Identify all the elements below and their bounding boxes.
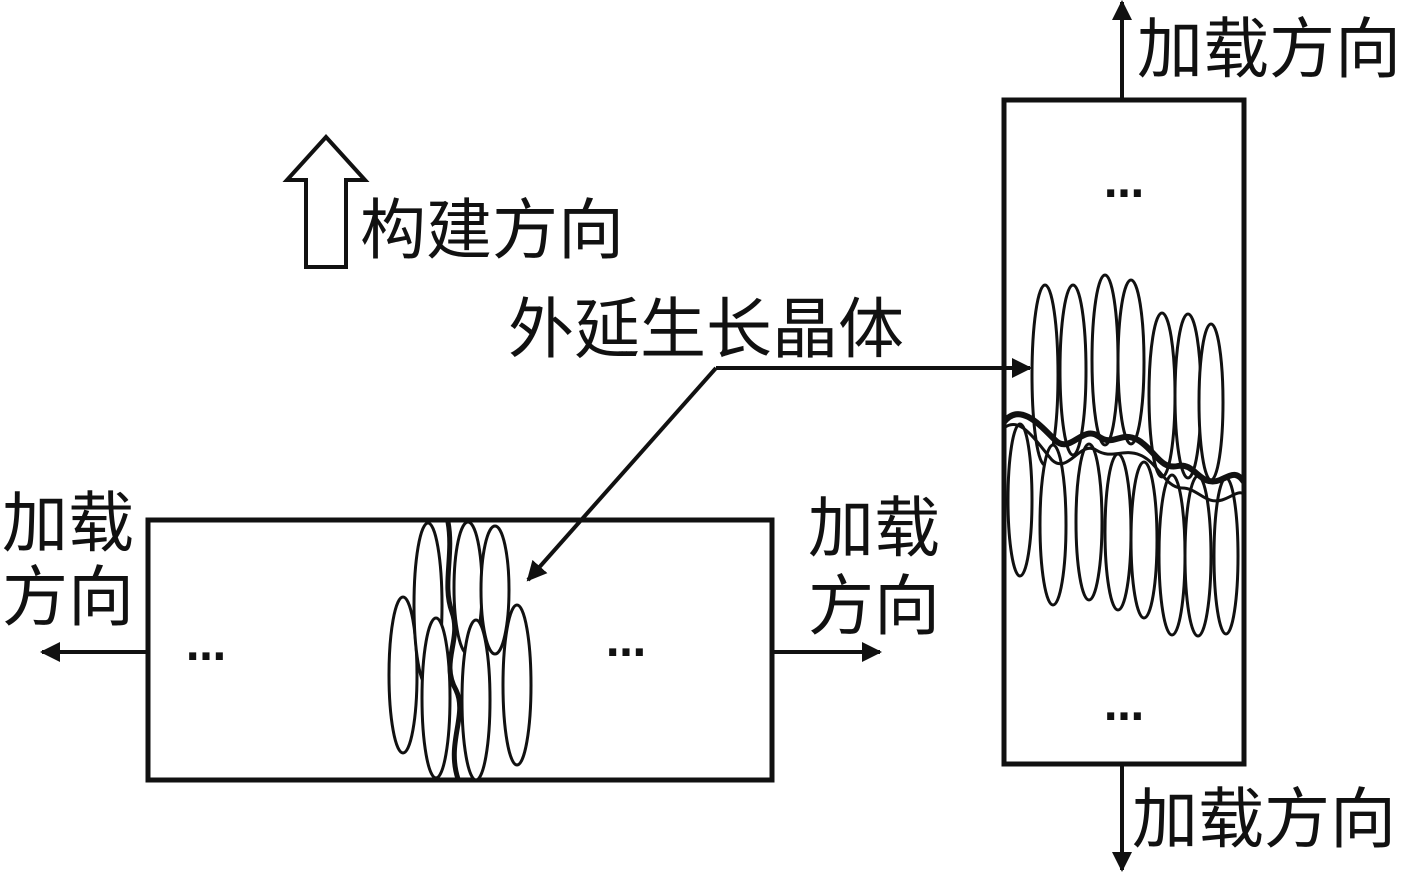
load-direction-label-right-line2: 方向 bbox=[808, 568, 940, 645]
grain-ellipse bbox=[387, 595, 419, 755]
continuation-dots-top: … bbox=[1104, 161, 1144, 207]
grain-ellipse bbox=[1116, 278, 1146, 446]
horizontal-specimen: … … 加载 方向 加载 方向 bbox=[2, 485, 940, 783]
grain-ellipse bbox=[1006, 422, 1034, 578]
vertical-specimen-fracture-line bbox=[1001, 411, 1247, 485]
grain-ellipse bbox=[460, 618, 492, 782]
grain-ellipse bbox=[1157, 473, 1187, 637]
grain-ellipse bbox=[501, 603, 533, 767]
build-direction-indicator: 构建方向 bbox=[282, 134, 624, 269]
grain-ellipse bbox=[479, 524, 511, 656]
epitaxial-growth-annotation: 外延生长晶体 bbox=[508, 291, 1032, 582]
continuation-dots-right: … bbox=[606, 620, 646, 666]
continuation-dots-left: … bbox=[186, 624, 226, 670]
vertical-specimen: … … 加载方向 加载方向 bbox=[1001, 0, 1401, 872]
load-direction-label-bottom: 加载方向 bbox=[1132, 781, 1396, 858]
vertical-specimen-upper-grains bbox=[1030, 273, 1225, 482]
horizontal-specimen-grains bbox=[387, 520, 533, 782]
epitaxial-growth-crystal-label: 外延生长晶体 bbox=[508, 291, 904, 368]
grain-ellipse bbox=[420, 616, 452, 780]
grain-ellipse bbox=[1058, 283, 1088, 457]
vertical-specimen-fracture-line-secondary bbox=[1003, 422, 1245, 503]
load-direction-label-top: 加载方向 bbox=[1137, 11, 1401, 88]
horizontal-specimen-fracture-line bbox=[445, 521, 463, 780]
grain-ellipse bbox=[1074, 442, 1104, 602]
load-direction-label-left-line2: 方向 bbox=[2, 559, 134, 636]
vertical-specimen-lower-grains bbox=[1006, 422, 1240, 638]
grain-ellipse bbox=[1197, 322, 1225, 482]
grain-ellipse bbox=[1103, 452, 1133, 612]
grain-ellipse bbox=[1173, 312, 1203, 480]
load-direction-label-left-line1: 加载 bbox=[2, 485, 134, 562]
continuation-dots-bottom: … bbox=[1104, 684, 1144, 730]
build-direction-arrow-icon bbox=[282, 134, 370, 269]
build-direction-label: 构建方向 bbox=[360, 192, 624, 269]
pointer-line-left bbox=[526, 366, 718, 582]
load-direction-label-right-line1: 加载 bbox=[808, 490, 940, 567]
grain-ellipse bbox=[1090, 273, 1120, 447]
grain-ellipse bbox=[1129, 460, 1159, 620]
grain-ellipse bbox=[1038, 443, 1068, 607]
